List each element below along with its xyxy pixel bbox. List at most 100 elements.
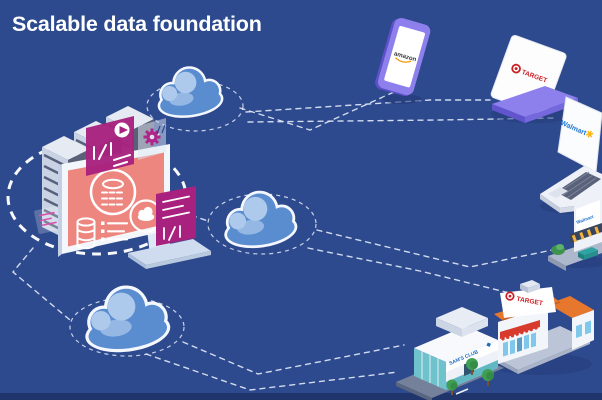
cloud-top-ellipse — [146, 80, 244, 132]
line-cloud-middle-to-target-store — [307, 247, 523, 297]
laptop-base-front — [540, 194, 560, 213]
target-store-sign-text: TARGET — [516, 296, 543, 308]
tree-shade — [486, 372, 494, 380]
stack-rows — [101, 191, 125, 206]
data-stack-icon — [89, 168, 137, 216]
amazon-phone: amazon — [375, 17, 431, 104]
target-store-windows — [503, 332, 536, 357]
db-body — [76, 221, 96, 250]
cloud-icon — [129, 199, 163, 233]
window — [531, 332, 536, 348]
panel-a-lines — [113, 154, 131, 167]
monitor-edge — [58, 164, 62, 257]
target-bullseye-center — [508, 294, 512, 298]
document-lines-icon — [101, 221, 129, 241]
floating-code-card — [34, 205, 64, 234]
store-awning — [500, 320, 540, 341]
play-triangle — [119, 126, 128, 134]
window — [524, 334, 529, 350]
laptop-trackpad — [548, 187, 568, 198]
rack1-vents — [43, 153, 67, 234]
window — [576, 324, 582, 338]
gear-hole — [149, 134, 155, 140]
line-cloud-top-to-walmart-laptop — [247, 117, 555, 123]
keyboard-rows — [558, 171, 597, 199]
stack-top — [102, 178, 124, 190]
line-cloud-bottom-to-sams-lot — [145, 353, 399, 391]
trees — [446, 358, 494, 395]
crate-front — [578, 252, 584, 260]
stand-base-right — [146, 251, 211, 269]
tree-trunk — [471, 369, 473, 375]
unit-top — [520, 280, 540, 288]
line-cloud-middle-to-storefront — [316, 229, 553, 268]
stand-base-top — [128, 239, 211, 265]
gear-icon — [143, 128, 161, 146]
code-brackets-icon — [163, 225, 181, 241]
list-bullet-3 — [101, 237, 105, 241]
window — [585, 320, 591, 335]
store-wing-windows — [576, 320, 591, 338]
line-cloud-bottom-to-sams-store — [182, 341, 405, 375]
storefront-platform-edge — [548, 256, 566, 271]
amazon-smile-icon — [395, 57, 412, 63]
laptop-base-top — [492, 86, 578, 117]
awning-body — [500, 320, 540, 339]
laptop-base-front — [492, 104, 525, 123]
sams-sign-band — [446, 340, 498, 372]
stack-circle — [89, 168, 137, 216]
window — [503, 341, 508, 357]
unit-side — [528, 284, 540, 293]
gear-card — [138, 118, 166, 160]
store-roof — [414, 326, 498, 362]
target-store-logo: TARGET — [505, 291, 543, 308]
connection-lines — [12, 91, 555, 391]
tree-trunk — [451, 389, 453, 395]
sams-club-store: SAM'S CLUB — [396, 307, 504, 400]
line-cloud-top-to-target-laptop — [245, 99, 491, 113]
cloud-badge-base — [137, 213, 155, 221]
line-dc-to-cloud-bottom — [12, 247, 71, 321]
code-brackets-icon — [93, 142, 112, 160]
target-bullseye-center — [514, 67, 518, 71]
awning-scallops — [501, 326, 538, 341]
tree-trunk — [487, 380, 489, 386]
list-bullet-1 — [101, 221, 105, 225]
rooftop-unit — [520, 280, 540, 293]
target-laptop: TARGET — [490, 34, 578, 123]
bush-highlight — [556, 244, 564, 250]
ground-strip — [0, 393, 602, 400]
door — [517, 337, 522, 352]
walmart-storefront: Walmart — [548, 196, 602, 271]
parking-lot-edge — [396, 382, 432, 400]
window — [510, 339, 515, 355]
unit-front — [520, 284, 528, 293]
raised-section — [436, 307, 488, 337]
code-card-bg — [34, 205, 64, 234]
crate-top — [578, 247, 598, 255]
code-card-lines — [38, 211, 57, 227]
crate-side — [584, 250, 598, 260]
sams-diamond-icon — [486, 342, 491, 347]
storefront-sign-text: Walmart — [576, 214, 595, 225]
glass-mullions — [421, 351, 439, 387]
mini-code-icon — [156, 124, 166, 135]
list-bullet-2 — [101, 229, 105, 233]
list-lines — [106, 222, 129, 241]
database-icon — [76, 217, 96, 250]
phone-screen — [384, 26, 425, 88]
target-store: TARGET — [488, 280, 594, 375]
stand-base-front — [128, 253, 146, 269]
code-panel-right — [156, 186, 196, 246]
cloud-bottom-ellipse — [69, 297, 185, 357]
panel-b-lines — [162, 195, 190, 219]
data-center-hub — [34, 106, 211, 269]
code-panel-top — [86, 116, 134, 176]
section-side — [462, 318, 488, 337]
walmart-spark-icon — [586, 130, 594, 138]
awning-stripes — [571, 225, 602, 243]
page-title: Scalable data foundation — [12, 12, 262, 36]
section-front — [436, 318, 462, 337]
